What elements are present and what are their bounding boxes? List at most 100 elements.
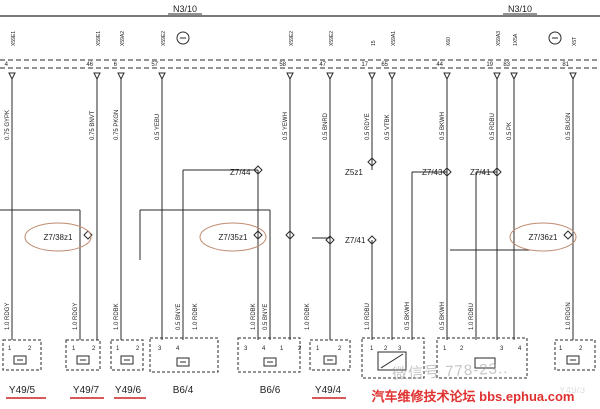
component-label: B6/6: [260, 385, 281, 396]
splice-point: [253, 230, 263, 240]
component-box: [149, 337, 219, 373]
pin-number: 2: [28, 346, 32, 352]
splice-label: Z7/44: [230, 168, 251, 177]
splice-circle: [199, 222, 267, 252]
pin-code: X5T: [572, 37, 578, 46]
wire-label: 1.0 RDGY: [73, 303, 79, 330]
coil-symbol: [13, 355, 27, 365]
component-label: Y49/4: [315, 385, 342, 396]
pin-triangle: [388, 72, 396, 81]
pin-number: 2: [136, 346, 140, 352]
pin-number: 3: [500, 346, 504, 352]
pin-number: 4: [262, 346, 266, 352]
wire-label: 1.0 RDBK: [193, 303, 199, 330]
pin-number: 1: [116, 346, 120, 352]
wire-label: 1.0 RDGN: [566, 302, 572, 330]
pin-number: 2: [298, 346, 302, 352]
pin-code: X59A3: [496, 31, 502, 46]
wire-label: 0.5 VTBK: [385, 114, 391, 140]
pin-number: 81: [562, 62, 569, 68]
coil-symbol: [323, 355, 337, 365]
sensor-mark: [380, 353, 404, 369]
component-label: Y49/6: [115, 385, 142, 396]
pin-triangle: [443, 72, 451, 81]
pin-number: 2: [579, 346, 583, 352]
pin-number: 2: [92, 346, 96, 352]
watermark-banner: 汽车维修技术论坛 bbs.ephua.com: [355, 385, 591, 409]
pin-number: 65: [381, 62, 388, 68]
pin-triangle: [8, 72, 16, 81]
splice-point: [442, 167, 452, 177]
pin-code: X59A1: [391, 31, 397, 46]
splice-point: [492, 167, 502, 177]
pin-number: 3: [398, 346, 402, 352]
pin-number: 3: [158, 346, 162, 352]
component-box: [554, 339, 596, 371]
pin-number: 1: [370, 346, 374, 352]
circled-splice-label: Z7/36z1: [529, 233, 558, 242]
wire-label: 0.75 GYPK: [5, 110, 11, 140]
diagram-lines: [0, 15, 600, 69]
pin-number: 2: [460, 346, 464, 352]
pin-number: 46: [86, 62, 93, 68]
wire-label: 0.5 BKWH: [405, 302, 411, 330]
coil-symbol: [120, 355, 134, 365]
component-label: B6/4: [173, 385, 194, 396]
coil-symbol: [263, 357, 277, 367]
pin-number: 83: [503, 62, 510, 68]
wire-label: 0.75 BNVT: [90, 110, 96, 140]
pin-triangle: [569, 72, 577, 81]
pin-number: 57: [151, 62, 158, 68]
splice-point: [367, 235, 377, 245]
sensor-symbol: [377, 351, 407, 371]
splice-circle: [509, 222, 577, 252]
wire-label: 0.5 RDBU: [490, 113, 496, 140]
component-box: [2, 339, 42, 371]
pin-number: 4: [5, 62, 9, 68]
pin-number: 1: [72, 346, 76, 352]
pin-triangle: [510, 72, 518, 81]
wire-label: 0.5 YEBU: [155, 114, 161, 140]
component-box: [361, 337, 425, 379]
pin-number: 58: [279, 62, 286, 68]
pin-code: 1X5A: [513, 33, 519, 46]
pin-code: X59E2: [289, 31, 295, 46]
component-box: [237, 337, 301, 373]
circled-splice-label: Z7/35z1: [219, 233, 248, 242]
pin-code: 15: [371, 40, 377, 46]
header-label: N3/10: [508, 4, 532, 14]
pin-number: 1: [316, 346, 320, 352]
ground-symbol: [176, 31, 190, 45]
pin-code: X59E2: [161, 31, 167, 46]
pin-triangle: [286, 72, 294, 81]
wire-label: 1.0 RDBK: [305, 303, 311, 330]
wire-label: 0.5 BNYE: [263, 304, 269, 330]
wire-label: 0.5 YEWH: [283, 112, 289, 140]
pin-code: X59E2: [329, 31, 335, 46]
splice-label: Z7/43: [422, 168, 443, 177]
wire-label: 1.0 RDBK: [114, 303, 120, 330]
wire-label: 0.5 BUGN: [566, 113, 572, 140]
component-box: [436, 337, 528, 379]
pin-number: 4: [176, 346, 180, 352]
pin-triangle: [326, 72, 334, 81]
wire-label: 1.0 RDGY: [5, 303, 11, 330]
pin-number: 19: [486, 62, 493, 68]
component-label: Y49/7: [73, 385, 100, 396]
header-label: N3/10: [173, 4, 197, 14]
pin-triangle: [117, 72, 125, 81]
wire-label: 0.5 BKWH: [440, 112, 446, 140]
pin-number: 1: [280, 346, 284, 352]
splice-point: [253, 165, 263, 175]
coil-symbol: [566, 355, 580, 365]
pin-code: X59E1: [11, 31, 17, 46]
wire-label: 0.5 PK: [507, 122, 513, 140]
coil-symbol: [474, 357, 496, 369]
pin-number: 17: [361, 62, 368, 68]
pin-number: 1: [559, 346, 563, 352]
wire-label: 1.0 RDBU: [469, 303, 475, 330]
coil-symbol: [76, 355, 90, 365]
pin-number: 4: [518, 346, 522, 352]
splice-point: [325, 235, 335, 245]
